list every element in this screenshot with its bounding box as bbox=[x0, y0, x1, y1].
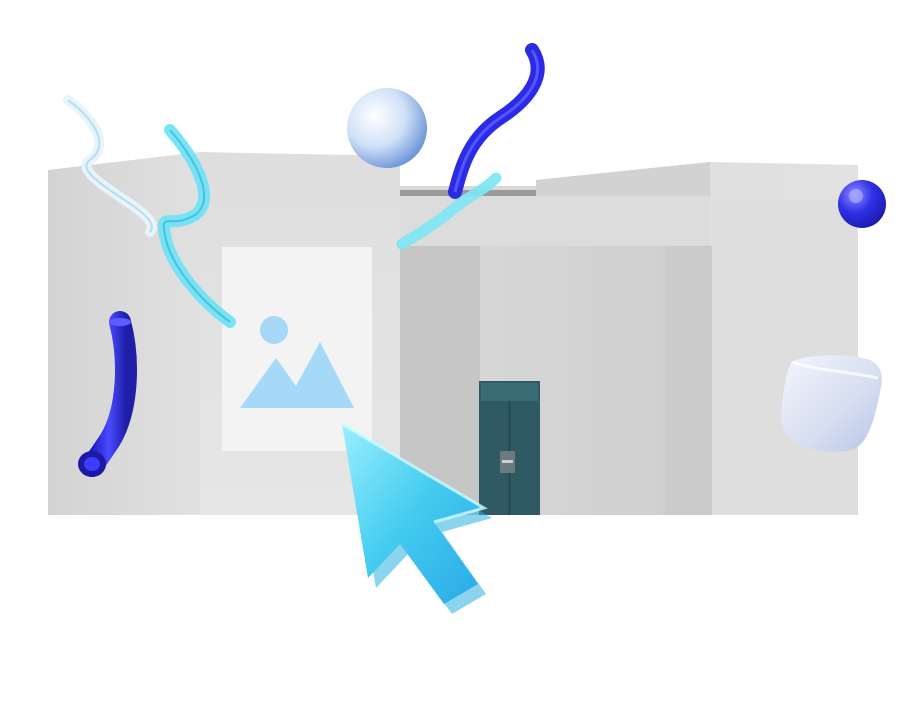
cursor-icon bbox=[341, 422, 492, 614]
building bbox=[48, 152, 858, 515]
white-sphere-icon bbox=[347, 88, 427, 168]
blue-tube-icon bbox=[78, 311, 137, 477]
entrance-door bbox=[479, 381, 540, 515]
cube-icon bbox=[781, 355, 882, 452]
blue-sphere-icon bbox=[838, 180, 886, 228]
picture-frame bbox=[222, 247, 372, 451]
cyan-ribbon-small-icon bbox=[396, 172, 502, 250]
image-icon bbox=[240, 316, 354, 408]
